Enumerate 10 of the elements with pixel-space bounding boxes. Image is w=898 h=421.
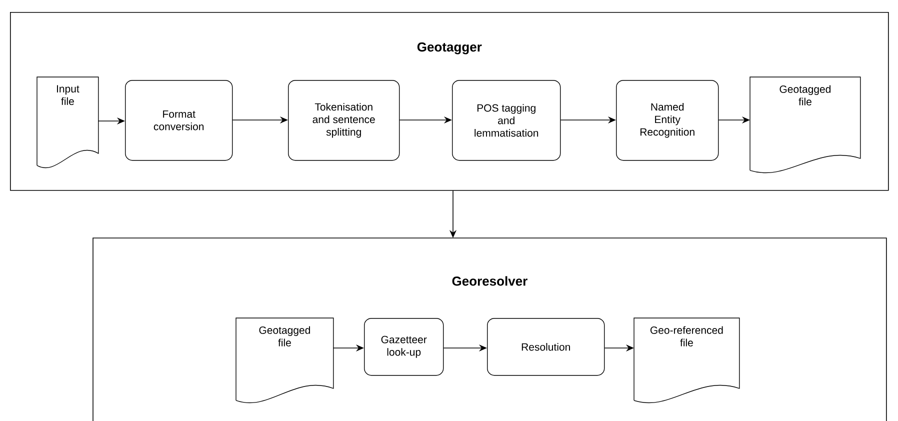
document-shape: Geotagged file bbox=[236, 318, 334, 404]
process-box: Resolution bbox=[487, 318, 605, 376]
process-box: POS tagging and lemmatisation bbox=[452, 80, 561, 161]
document-shape: Geotagged file bbox=[750, 76, 861, 174]
document-shape: Input file bbox=[36, 76, 99, 168]
process-box: Format conversion bbox=[125, 80, 233, 161]
process-box: Named Entity Recognition bbox=[616, 80, 719, 161]
process-box: Gazetteer look-up bbox=[364, 318, 444, 376]
process-box: Tokenisation and sentence splitting bbox=[288, 80, 400, 161]
document-shape: Geo-referenced file bbox=[634, 318, 740, 404]
